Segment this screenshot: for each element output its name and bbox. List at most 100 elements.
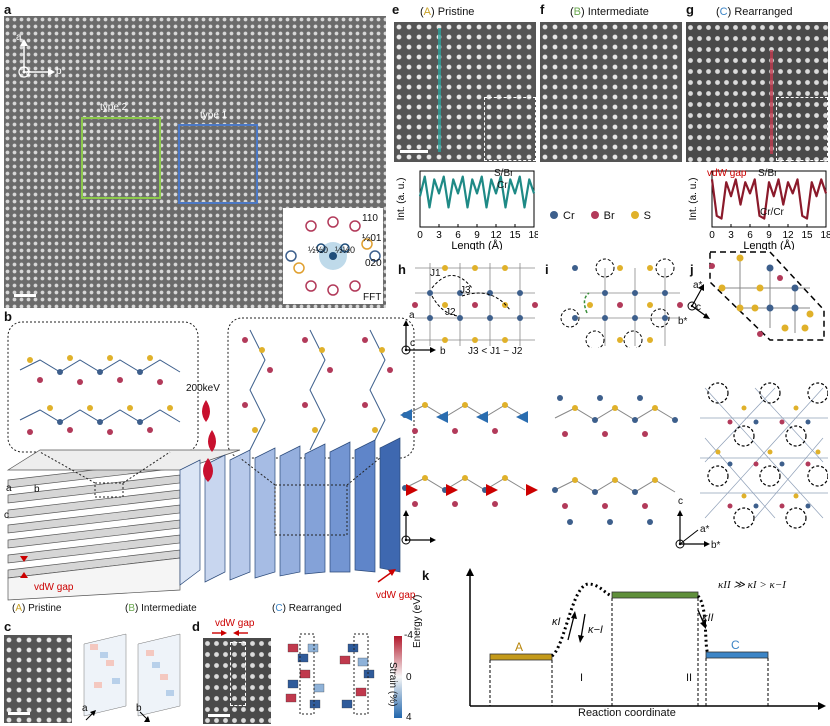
x-tick-label: 18 [528, 230, 538, 241]
strain-label: Strain (%) [387, 662, 398, 707]
sideview-i-bottom [552, 477, 676, 525]
x-tick-label: 18 [820, 230, 830, 241]
series-line [710, 178, 828, 220]
x-tick-label: 9 [474, 230, 480, 241]
axis-label-c: c [26, 68, 31, 79]
axis-h-c: c [410, 338, 415, 349]
label-kmI: κ−I [588, 624, 603, 636]
axis-c-a: a [82, 703, 88, 714]
y-axis-label: Int. (a. u.) [396, 178, 407, 221]
ann-e-cr: Cr [497, 180, 508, 191]
ann-e-sbr: S/Br [494, 168, 514, 179]
axis-label-a: a [16, 32, 22, 43]
axis-j2-c: c [678, 496, 683, 507]
x-tick-label: 0 [417, 230, 423, 241]
type2-label: type 2 [100, 102, 128, 113]
sideview-h-bottom [402, 475, 538, 507]
stem-image-a [4, 16, 386, 308]
label-j-rel: J3 < J1 ~ J2 [468, 346, 523, 357]
label-j2: J2 [445, 307, 456, 318]
x-tick-label: 9 [766, 230, 772, 241]
strain-map-d [285, 633, 375, 715]
fft-half01: ½01 [362, 233, 382, 244]
structure-i [560, 258, 683, 348]
axis-j2-b: b* [711, 540, 721, 551]
state-a: A [515, 640, 524, 654]
scale-bar-c [8, 712, 30, 715]
legend-br: Br [590, 210, 615, 222]
energy-diagram-k [466, 568, 826, 710]
x-tick-label: 0 [709, 230, 715, 241]
x-tick-label: 12 [490, 230, 502, 241]
x-tick-label: 15 [801, 230, 813, 241]
vdw-gap-d: vdW gap [215, 618, 255, 629]
axis-b-b: b [34, 484, 40, 495]
scale-bar-e [400, 150, 428, 153]
vdw-arrows-d [212, 630, 248, 636]
x-tick-label: 3 [728, 230, 734, 241]
x-tick-label: 15 [509, 230, 521, 241]
type1-box [178, 124, 258, 204]
legend-intermediate: (B) Intermediate [125, 603, 197, 614]
stem-image-f [540, 22, 682, 162]
axis-b-c: c [4, 510, 9, 521]
fft-half-left: ½½0 [308, 245, 329, 255]
legend-cr: Cr [550, 210, 575, 222]
strain-colorbar [394, 636, 402, 718]
axes-icon-h [401, 320, 436, 355]
axis-c-b: b [136, 703, 142, 714]
legend-pristine: (A) Pristine [12, 603, 62, 614]
x-axis-label: Length (Å) [451, 239, 502, 250]
axes-icon-j-bottom [675, 510, 710, 549]
axis-label-b: b [56, 66, 62, 77]
panel-label-a: a [4, 2, 12, 17]
panel-label-k: k [422, 568, 430, 583]
panel-label-f: f [540, 2, 545, 17]
panel-label-i: i [545, 262, 549, 277]
fft-half-right: ½½0 [335, 245, 356, 255]
x-tick-label: 6 [747, 230, 753, 241]
structure-j [709, 251, 825, 341]
axis-j-a: a* [693, 280, 703, 291]
label-kI: κI [552, 616, 561, 628]
stem-image-e [394, 22, 536, 162]
axis-h-a: a [409, 310, 415, 321]
axis-h-b: b [440, 346, 446, 357]
x-axis-label: Length (Å) [743, 239, 794, 250]
fft-inset [283, 208, 383, 304]
axis-j-b: b* [678, 316, 688, 327]
ann-g-sbr: S/Br [758, 168, 778, 179]
x-tick-label: 12 [782, 230, 794, 241]
schematic-b [6, 317, 415, 601]
energy-xlabel: Reaction coordinate [578, 707, 676, 719]
axis-j-c: c [696, 302, 701, 313]
scale-bar-a [14, 294, 36, 297]
panel-label-h: h [398, 262, 406, 277]
panel-label-d: d [192, 619, 200, 634]
title-e: (A) Pristine [420, 6, 475, 18]
inset-box-g [776, 97, 828, 161]
legend-s: S [630, 210, 651, 222]
title-g: (C) Rearranged [716, 6, 793, 18]
state-c: C [731, 638, 740, 652]
axes-icon-j [687, 284, 710, 319]
panel-label-c: c [4, 619, 12, 634]
stem-image-c [4, 635, 72, 723]
strain-map-c [83, 633, 181, 722]
sideview-h-top [400, 402, 528, 434]
label-j3: J3 [460, 285, 471, 296]
label-j1: J1 [430, 268, 441, 279]
axis-b-a: a [6, 483, 12, 494]
stem-image-g [686, 22, 828, 162]
vdw-box-d [230, 642, 246, 706]
strain-max: -4 [404, 630, 413, 641]
vdw-gap-left: vdW gap [34, 582, 74, 593]
panel-label-g: g [686, 2, 694, 17]
atom-legend: Cr Br S [550, 210, 651, 222]
structure-h [412, 263, 538, 346]
axes-icon-h-bottom [401, 510, 436, 545]
type1-label: type 1 [200, 110, 228, 121]
x-tick-label: 3 [436, 230, 442, 241]
